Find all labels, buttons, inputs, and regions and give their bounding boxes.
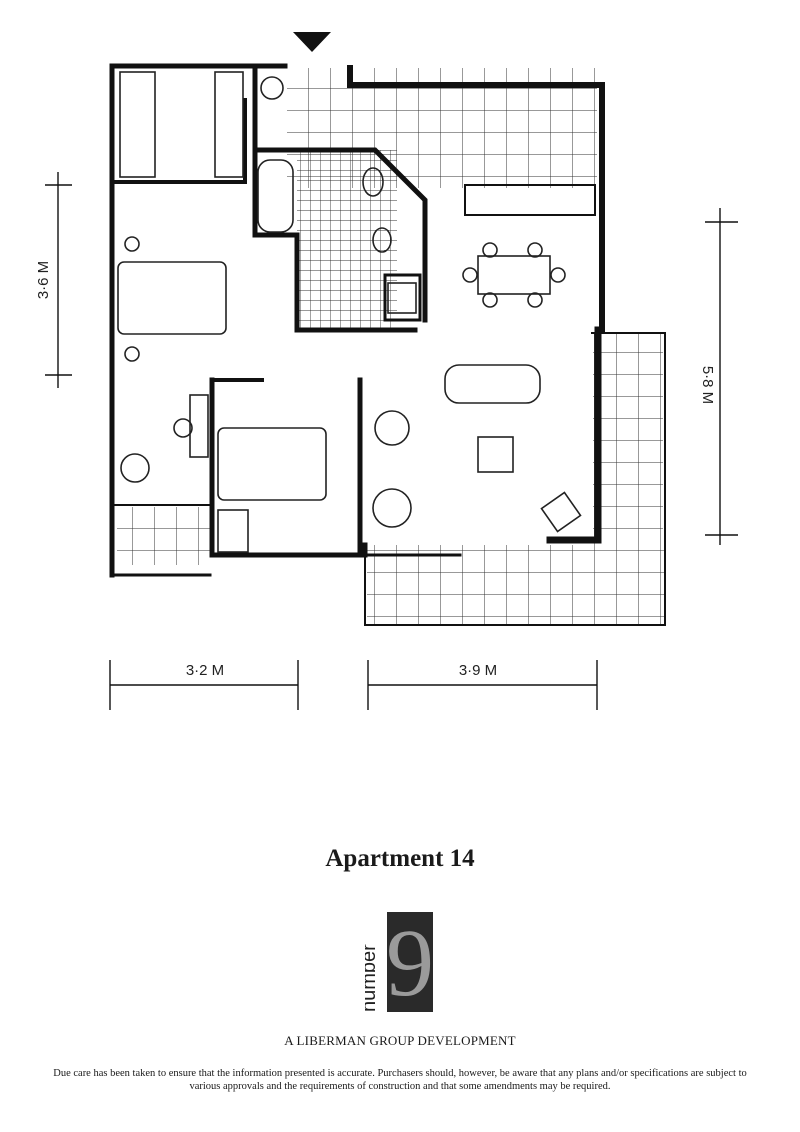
- bed: [217, 427, 327, 501]
- bed: [117, 261, 227, 335]
- walls: [109, 63, 666, 626]
- wardrobe: [119, 71, 156, 178]
- number-9-logo: number 9: [365, 910, 434, 1015]
- dimension-label-5-8: 5·8 M: [699, 366, 716, 404]
- wardrobe: [217, 509, 249, 553]
- wardrobe: [214, 71, 244, 178]
- dimension-label-3-2: 3·2 M: [186, 662, 224, 679]
- armchair: [374, 410, 410, 446]
- armchair: [120, 453, 150, 483]
- disclaimer-text: Due care has been taken to ensure that t…: [53, 1068, 747, 1092]
- developer-name: A LIBERMAN GROUP DEVELOPMENT: [284, 1033, 516, 1048]
- logo-numeral: 9: [386, 910, 434, 1015]
- water-heater: [260, 76, 284, 100]
- chair: [173, 418, 193, 438]
- basin: [372, 227, 392, 253]
- laundry: [387, 282, 417, 314]
- bathtub: [257, 159, 294, 233]
- armchair: [372, 488, 412, 528]
- logo-text: number: [365, 944, 380, 1012]
- dimension-label-3-6: 3·6 M: [35, 261, 52, 299]
- toilet: [362, 167, 384, 197]
- dining-chair: [482, 242, 498, 258]
- dining-table: [477, 255, 551, 295]
- entry-arrow-icon: [293, 32, 331, 52]
- bedside-table: [124, 236, 140, 252]
- coffee-table: [477, 436, 514, 473]
- apartment-title: Apartment 14: [325, 845, 475, 872]
- floor-plan: 3·6 M 5·8 M 3·2 M 3·9 M: [35, 32, 738, 710]
- tv-unit: [540, 491, 582, 533]
- furniture: [117, 71, 582, 553]
- dimension-label-3-9: 3·9 M: [459, 662, 497, 679]
- dimension-lines: [45, 172, 738, 710]
- bedside-table: [124, 346, 140, 362]
- desk: [189, 394, 209, 458]
- sofa: [444, 364, 541, 404]
